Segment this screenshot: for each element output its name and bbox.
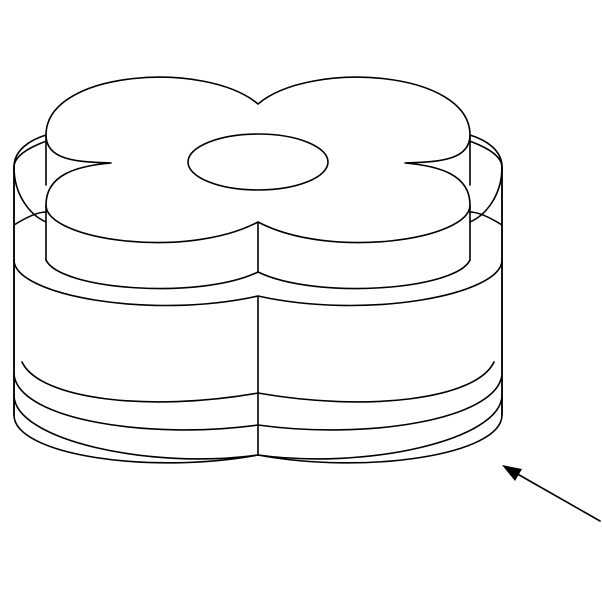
arrow-shaft — [513, 471, 601, 522]
outer-slab-right-ledge — [469, 166, 503, 223]
outer-slab-front-lower-left — [13, 211, 47, 226]
outer-slab-top-right-lobe — [469, 134, 503, 168]
upper-tier — [45, 76, 471, 290]
arrow-head — [502, 465, 522, 481]
center-hole — [187, 133, 329, 191]
arrow-icon — [502, 465, 601, 522]
outer-slab-top-left-lobe — [13, 134, 47, 168]
outer-slab-left-ledge — [13, 166, 47, 223]
outer-slab-front-lower-right — [469, 211, 503, 226]
